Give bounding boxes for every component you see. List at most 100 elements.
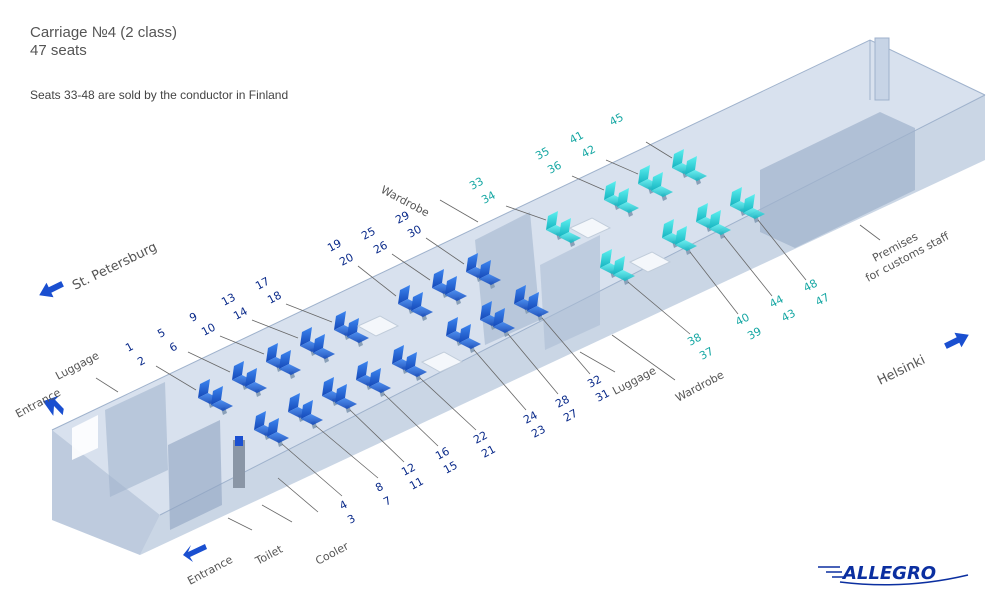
luggage-mid-label: Luggage	[610, 364, 658, 398]
table	[568, 217, 612, 239]
seat-number-label: 31	[593, 387, 611, 405]
leader-line	[315, 425, 379, 479]
seat-number-label: 23	[529, 423, 547, 441]
seat-teal[interactable]	[743, 194, 765, 223]
cooler-label: Cooler	[313, 539, 351, 567]
seat-number-label: 2	[135, 354, 147, 369]
leader-line	[187, 351, 231, 373]
entrance-bottom-label: Entrance	[185, 553, 235, 588]
seat-number-label: 41	[567, 129, 585, 147]
leader-line	[285, 303, 333, 323]
arrow-entrance-bottom-icon	[183, 544, 207, 562]
seat-number-label: 6	[167, 340, 179, 355]
seat-number-label: 14	[231, 305, 249, 323]
allegro-logo: ALLEGRO	[818, 563, 969, 586]
seat-number-label: 8	[373, 480, 385, 495]
seat-number-label: 17	[253, 275, 271, 293]
seat-blue[interactable]	[267, 418, 289, 447]
seat-number-label: 39	[745, 325, 763, 343]
seat-number-label: 12	[399, 461, 417, 479]
seat-number-label: 21	[479, 443, 497, 461]
seat-number-label: 32	[585, 373, 603, 391]
seat-blue[interactable]	[211, 386, 233, 415]
seat-blue[interactable]	[335, 384, 357, 413]
seat-blue[interactable]	[356, 361, 378, 390]
seat-number-labels: 1256910131417181920252629303334353641424…	[123, 111, 831, 527]
seat-number-label: 3	[345, 512, 357, 527]
seat-blue[interactable]	[459, 324, 481, 353]
leader-line	[281, 443, 343, 497]
seat-blue[interactable]	[398, 285, 420, 314]
carriage-title: Carriage №4 (2 class)	[30, 24, 177, 41]
seat-teal[interactable]	[685, 156, 707, 185]
seat-blue[interactable]	[279, 350, 301, 379]
leader-line	[357, 265, 397, 297]
seat-number-label: 20	[337, 251, 355, 269]
seat-number-label: 1	[123, 340, 135, 355]
seat-blue[interactable]	[245, 368, 267, 397]
seat-teal[interactable]	[613, 256, 635, 285]
leader-line	[627, 281, 691, 335]
seat-number-label: 10	[199, 321, 217, 339]
seat-number-label: 37	[697, 345, 715, 363]
seat-blue[interactable]	[301, 400, 323, 429]
leader-line	[383, 393, 439, 447]
seat-number-label: 29	[393, 209, 411, 227]
seat-teal[interactable]	[617, 188, 639, 217]
leader-line	[541, 317, 591, 375]
seat-blue[interactable]	[347, 318, 369, 347]
seat-number-label: 48	[801, 277, 819, 295]
seat-teal[interactable]	[675, 226, 697, 255]
seat-teal[interactable]	[709, 210, 731, 239]
seat-blue[interactable]	[369, 368, 391, 397]
seat-number-label: 33	[467, 175, 485, 193]
seat-number-label: 36	[545, 159, 563, 177]
leader-line	[391, 253, 431, 281]
seat-number-label: 42	[579, 143, 597, 161]
leader-line	[219, 335, 265, 355]
leader-line	[723, 235, 773, 297]
wardrobe-bottom-label: Wardrobe	[673, 368, 726, 404]
seat-blue[interactable]	[479, 260, 501, 289]
seat-number-label: 45	[607, 111, 625, 129]
seat-blue[interactable]	[493, 308, 515, 337]
seat-number-label: 35	[533, 145, 551, 163]
seat-number-label: 44	[767, 293, 785, 311]
table	[356, 315, 400, 337]
seats-layer	[198, 149, 765, 447]
seat-blue[interactable]	[411, 292, 433, 321]
seat-number-label: 5	[155, 326, 167, 341]
area-leader-lines	[95, 199, 881, 531]
leader-line	[473, 349, 527, 411]
leader-line	[689, 251, 739, 315]
seat-blue[interactable]	[445, 276, 467, 305]
logo-text: ALLEGRO	[841, 563, 936, 584]
toilet-label: Toilet	[252, 542, 285, 568]
seat-number-label: 18	[265, 289, 283, 307]
seat-number-label: 27	[561, 407, 579, 425]
seat-blue[interactable]	[313, 334, 335, 363]
seat-number-label: 47	[813, 291, 831, 309]
seat-number-label: 13	[219, 291, 237, 309]
arrow-entrance-top-icon	[42, 395, 64, 416]
seat-number-label: 15	[441, 459, 459, 477]
seat-number-label: 34	[479, 189, 497, 207]
seat-blue[interactable]	[527, 292, 549, 321]
seat-teal[interactable]	[651, 172, 673, 201]
seat-number-label: 26	[371, 239, 389, 257]
seat-number-label: 11	[407, 475, 425, 493]
seat-teal[interactable]	[559, 218, 581, 247]
cooler-unit	[233, 440, 245, 488]
seat-number-label: 9	[187, 310, 199, 325]
entrance-arrows	[42, 395, 207, 562]
arrow-right-icon	[944, 332, 969, 349]
seat-blue[interactable]	[405, 352, 427, 381]
table	[628, 251, 672, 273]
seat-number-label: 40	[733, 311, 751, 329]
tables-layer	[356, 217, 672, 373]
seat-number-label: 28	[553, 393, 571, 411]
seat-number-label: 4	[337, 498, 349, 513]
seat-number-label: 30	[405, 223, 423, 241]
seat-number-label: 22	[471, 429, 489, 447]
